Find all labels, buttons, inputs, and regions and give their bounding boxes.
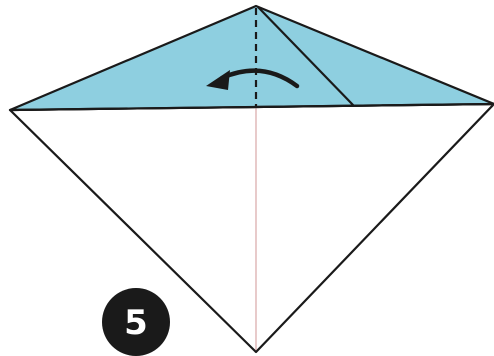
step-badge: 5 [102, 288, 170, 356]
lower-paper-triangle [10, 104, 494, 352]
upper-blue-flap [10, 6, 494, 110]
step-number: 5 [124, 303, 148, 343]
